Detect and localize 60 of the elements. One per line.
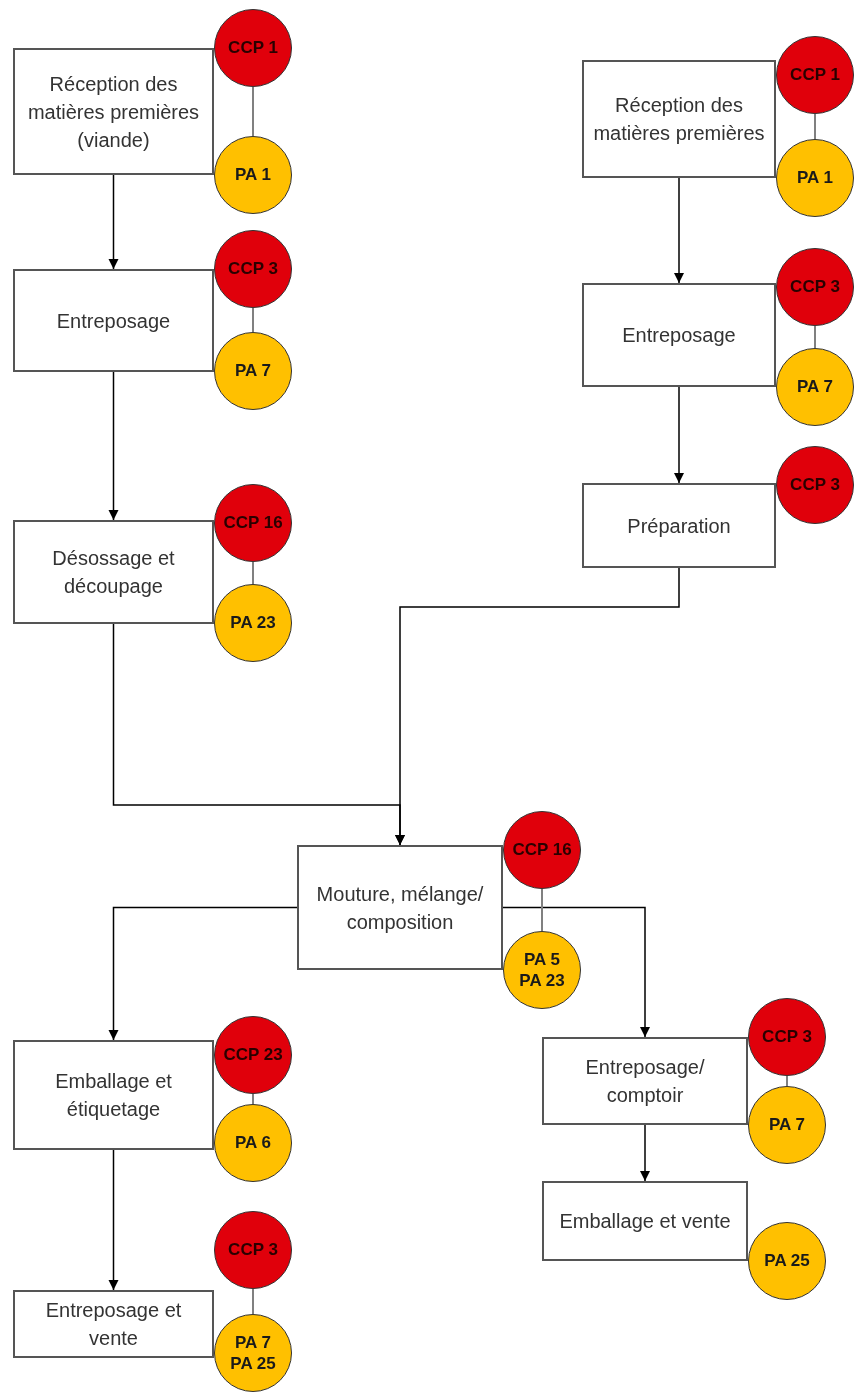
step-label: Réception des matières premières (viande) xyxy=(26,71,201,153)
process-box xyxy=(542,1181,748,1261)
arrow xyxy=(502,906,651,1038)
arrow xyxy=(108,1149,119,1291)
point-label: PA 7 xyxy=(234,360,272,382)
step-label: Emballage et étiquetage xyxy=(54,1069,173,1122)
arrow xyxy=(639,1124,651,1182)
connector-line xyxy=(814,325,816,349)
point-label: CCP 23 xyxy=(223,1044,283,1066)
point-label: PA 1 xyxy=(234,164,272,186)
point-label: CCP 3 xyxy=(227,258,279,280)
point-label: CCP 3 xyxy=(761,1026,813,1048)
arrow xyxy=(673,386,685,484)
point-label: PA 7 xyxy=(796,376,834,398)
process-box xyxy=(297,845,503,970)
step-label: Entreposage/ comptoir xyxy=(584,1055,706,1108)
process-box xyxy=(13,1290,214,1358)
point-label: PA 25 xyxy=(763,1250,811,1272)
arrow xyxy=(108,174,119,270)
step-label: Emballage et vente xyxy=(559,1209,731,1234)
connector-line xyxy=(252,307,254,333)
step-label: Désossage et découpage xyxy=(51,546,176,599)
point-label: PA 1 xyxy=(796,167,834,189)
connector-line xyxy=(541,888,543,932)
process-box xyxy=(13,269,214,372)
point-label: PA 23 xyxy=(229,612,277,634)
process-box xyxy=(13,1040,214,1150)
point-label: CCP 3 xyxy=(789,474,841,496)
process-box xyxy=(582,483,776,568)
point-label: PA 5 PA 23 xyxy=(518,948,566,992)
arrow xyxy=(394,567,680,846)
step-label: Mouture, mélange/ composition xyxy=(315,881,485,935)
connector-line xyxy=(252,1288,254,1315)
point-label: CCP 16 xyxy=(223,512,283,534)
point-label: PA 6 xyxy=(234,1132,272,1154)
connector-line xyxy=(252,86,254,137)
connector-line xyxy=(252,561,254,585)
step-label: Entreposage xyxy=(56,308,171,334)
point-label: CCP 1 xyxy=(789,64,841,86)
process-box xyxy=(13,520,214,624)
process-box xyxy=(582,60,776,178)
step-label: Entreposage et vente xyxy=(44,1298,183,1351)
arrow xyxy=(108,906,298,1041)
arrow xyxy=(673,177,685,284)
connector-line xyxy=(786,1075,788,1087)
point-label: CCP 1 xyxy=(227,37,279,59)
point-label: PA 7 PA 25 xyxy=(229,1331,277,1375)
point-label: CCP 3 xyxy=(789,276,841,298)
step-label: Réception des matières premières xyxy=(592,93,766,146)
step-label: Entreposage xyxy=(622,323,736,348)
point-label: CCP 16 xyxy=(512,839,572,861)
process-box xyxy=(542,1037,748,1125)
connector-line xyxy=(252,1093,254,1105)
point-label: PA 7 xyxy=(768,1114,806,1136)
step-label: Préparation xyxy=(627,513,731,539)
arrow xyxy=(108,371,119,521)
process-box xyxy=(582,283,776,387)
process-box xyxy=(13,48,214,175)
connector-line xyxy=(814,113,816,140)
point-label: CCP 3 xyxy=(227,1239,279,1261)
